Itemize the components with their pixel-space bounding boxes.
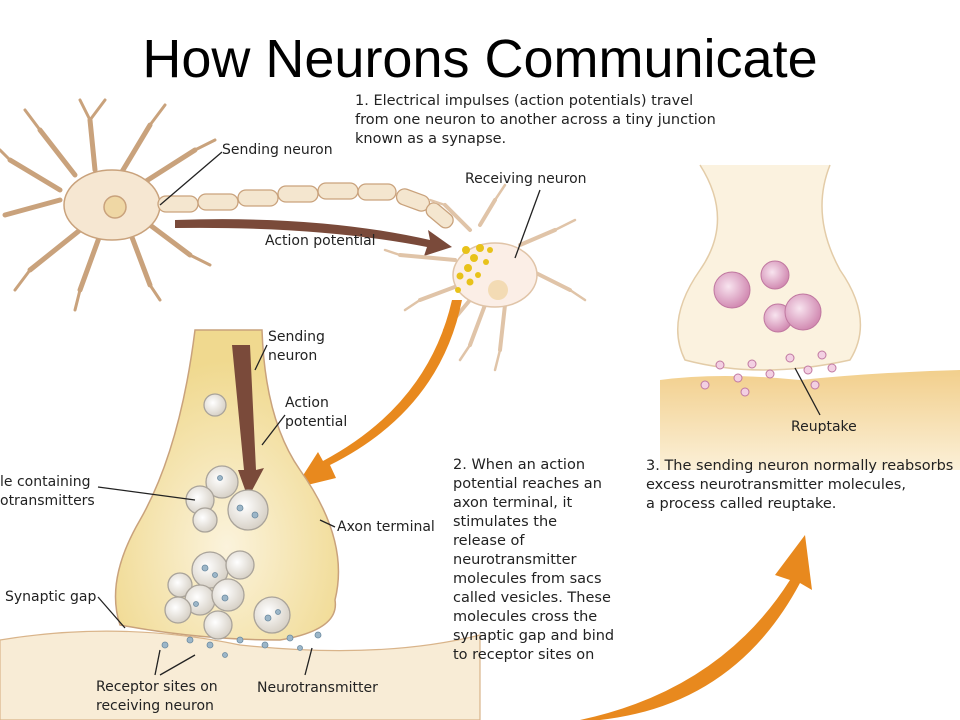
label-sending-neuron-mid: Sending neuron	[268, 329, 325, 364]
label-neurotransmitter: Neurotransmitter	[257, 680, 378, 696]
label-receptor-sites: Receptor sites on receiving neuron	[96, 679, 218, 714]
label-action-potential-mid: Action potential	[285, 395, 348, 430]
orange-arrow-2	[580, 535, 812, 720]
synapse-terminals	[455, 244, 493, 293]
neurotransmitter-molecules	[161, 475, 322, 658]
label-synaptic-gap: Synaptic gap	[5, 589, 97, 605]
action-potential-arrow	[175, 219, 452, 256]
step-3-text: 3. The sending neuron normally reabsorbs…	[646, 458, 954, 512]
label-receiving-neuron: Receiving neuron	[465, 171, 587, 187]
vesicles	[164, 393, 291, 640]
sending-arrow-mid	[232, 345, 264, 498]
label-axon-terminal: Axon terminal	[337, 519, 435, 535]
step-2-text: 2. When an action potential reaches an a…	[453, 457, 615, 663]
orange-arrow-1	[295, 300, 462, 488]
leader-lines-top	[159, 151, 541, 259]
label-sending-neuron-top: Sending neuron	[222, 142, 333, 158]
leader-lines-mid	[97, 344, 336, 676]
reuptake-terminal	[660, 164, 960, 470]
step-1-text: 1. Electrical impulses (action potential…	[355, 93, 716, 147]
axon	[157, 182, 454, 229]
label-reuptake: Reuptake	[791, 419, 857, 435]
label-vesicle: le containing otransmitters	[0, 474, 95, 509]
label-action-potential-top: Action potential	[265, 233, 376, 249]
page-title: How Neurons Communicate	[142, 29, 818, 89]
